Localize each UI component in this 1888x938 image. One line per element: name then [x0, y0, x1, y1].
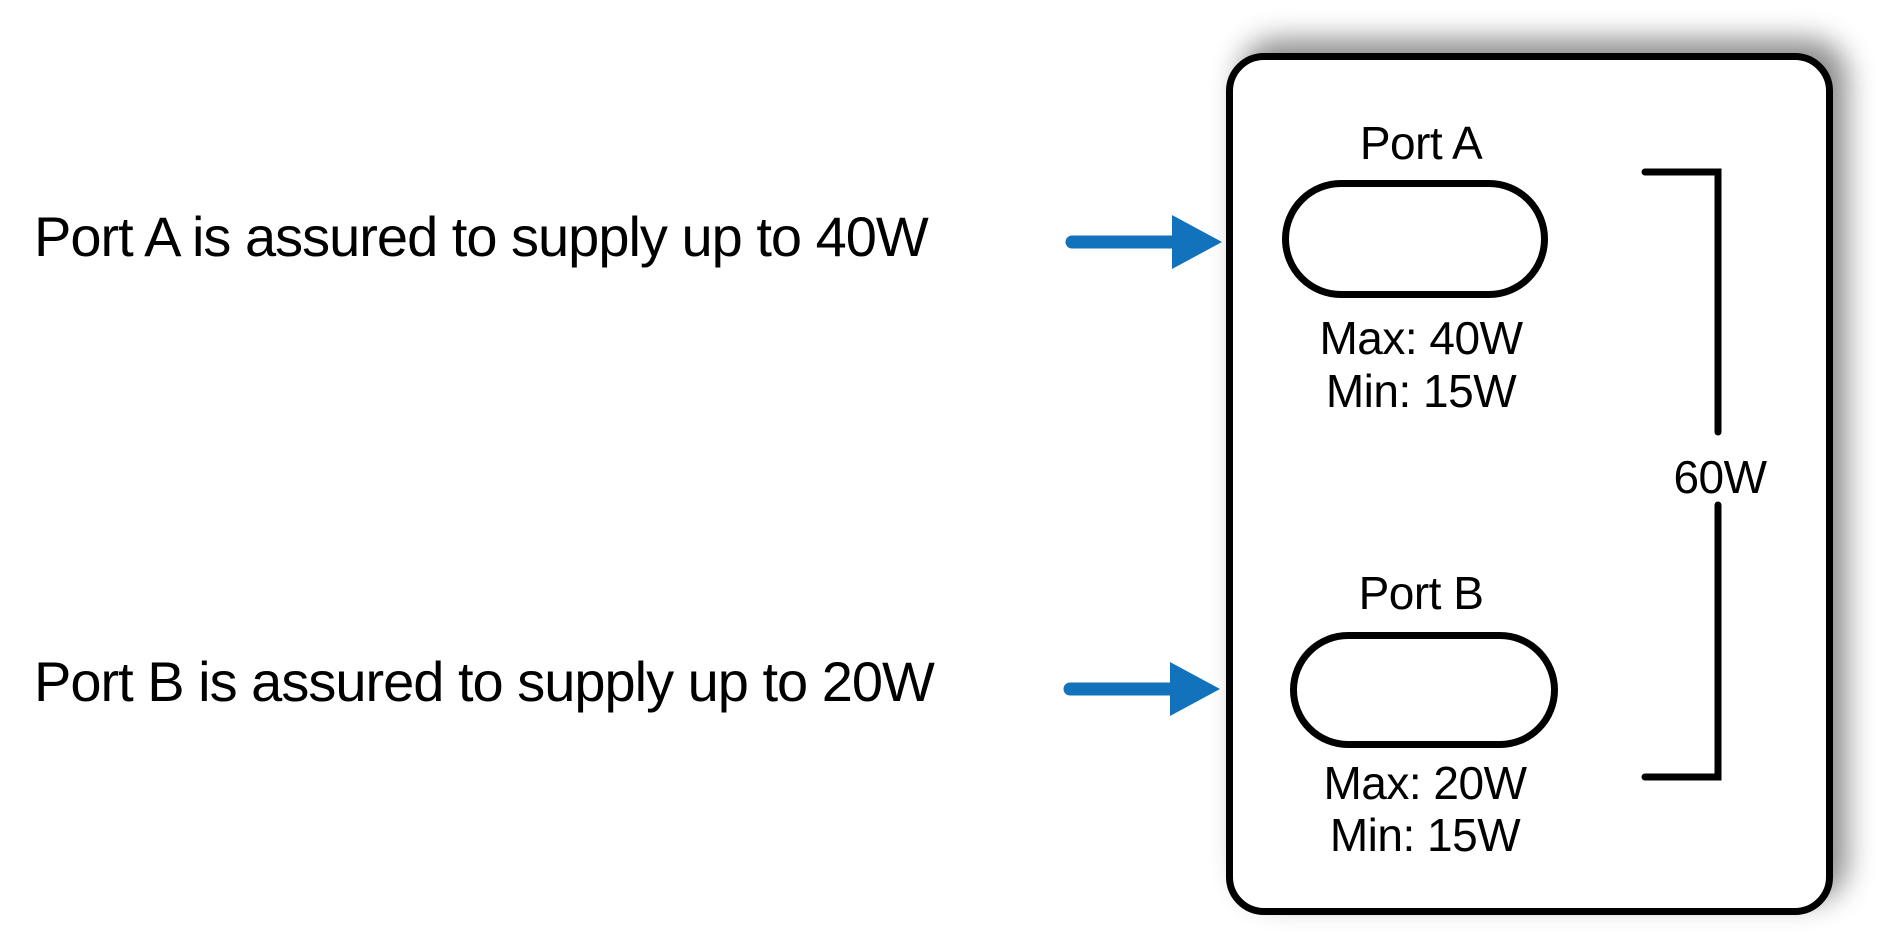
power-adapter-box: Port A Max: 40W Min: 15W Port B Max: 20W…: [1226, 53, 1833, 915]
annotation-port-b: Port B is assured to supply up to 20W: [34, 650, 935, 713]
port-b-label: Port B: [1358, 567, 1484, 619]
arrow-right-icon: [1063, 662, 1220, 716]
port-a-min-spec: Min: 15W: [1325, 365, 1517, 417]
port-a-max-spec: Max: 40W: [1319, 312, 1523, 364]
port-a-socket: [1282, 180, 1548, 298]
port-b-min-spec: Min: 15W: [1329, 809, 1521, 861]
annotation-port-a: Port A is assured to supply up to 40W: [34, 205, 929, 268]
port-a-label: Port A: [1359, 117, 1483, 169]
port-b-max-spec: Max: 20W: [1323, 757, 1527, 809]
port-b-socket: [1290, 632, 1558, 748]
arrow-right-icon: [1065, 215, 1222, 269]
total-power-label: 60W: [1673, 451, 1767, 503]
